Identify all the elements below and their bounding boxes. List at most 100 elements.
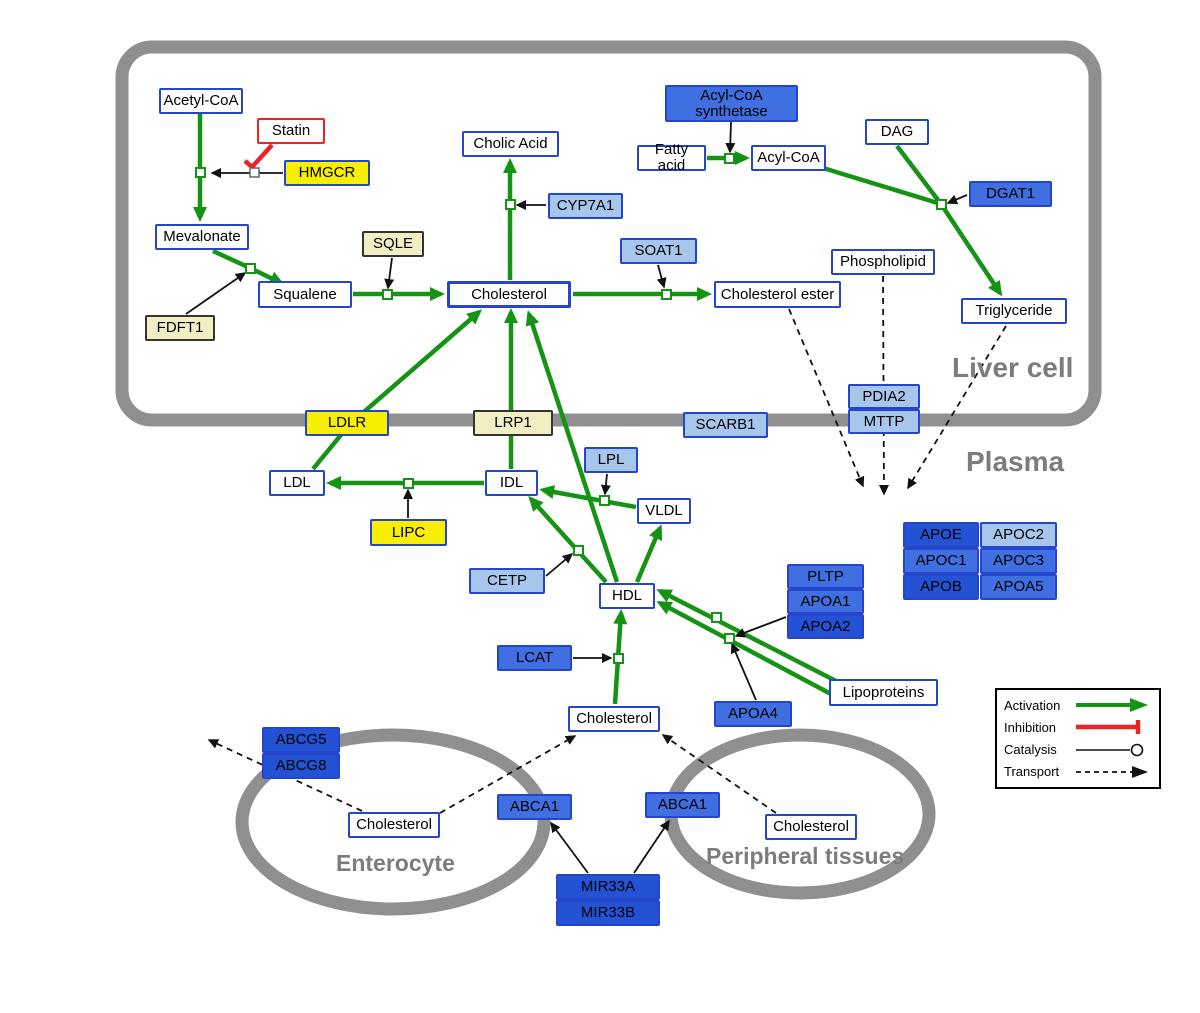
- edge-acylcoa-to-dgat-node: [822, 165, 942, 207]
- reaction-node-icon: [403, 478, 414, 489]
- node-sqle[interactable]: SQLE: [362, 231, 424, 257]
- node-apoc2[interactable]: APOC2: [980, 522, 1057, 548]
- node-apoa2[interactable]: APOA2: [787, 614, 864, 639]
- node-mttp[interactable]: MTTP: [848, 409, 920, 434]
- transport-cholesterolester-icon: [788, 308, 865, 488]
- reaction-nodes: [195, 153, 947, 664]
- reaction-node-icon: [573, 545, 584, 556]
- reaction-node-icon: [711, 612, 722, 623]
- enterocyte-label: Enterocyte: [336, 850, 455, 876]
- edge-ldl-to-cholesterol-via-ldlr: [311, 309, 483, 471]
- node-lcat[interactable]: LCAT: [497, 645, 572, 671]
- catalysis-anchor-square-icon: [249, 167, 260, 178]
- node-apoa4[interactable]: APOA4: [714, 701, 792, 727]
- node-pltp[interactable]: PLTP: [787, 564, 864, 589]
- node-soat1[interactable]: SOAT1: [620, 238, 697, 264]
- catalysis-mir33-to-abca1-enterocyte: [550, 821, 589, 874]
- node-mir33a[interactable]: MIR33A: [556, 874, 660, 900]
- legend-activation-label: Activation: [1004, 697, 1061, 713]
- node-hdl[interactable]: HDL: [599, 583, 655, 609]
- legend-row-inhibition: Inhibition: [1004, 718, 1152, 736]
- enterocyte-membrane: [235, 728, 551, 916]
- legend-catalysis-label: Catalysis: [1004, 742, 1057, 758]
- edge-vldl-to-idl: [539, 485, 637, 510]
- catalysis-fdft1: [185, 272, 247, 315]
- node-cholesterol-plasma[interactable]: Cholesterol: [568, 706, 660, 732]
- node-idl[interactable]: IDL: [485, 470, 538, 496]
- node-cholesterol-peripheral[interactable]: Cholesterol: [765, 814, 857, 840]
- node-lpl[interactable]: LPL: [584, 447, 638, 473]
- node-statin[interactable]: Statin: [257, 118, 325, 144]
- reaction-node-icon: [245, 263, 256, 274]
- transport-enterocyte-to-plasma-icon: [439, 735, 577, 814]
- node-scarb1[interactable]: SCARB1: [683, 412, 768, 438]
- liver-cell-membrane: [115, 40, 1102, 427]
- node-apoa1[interactable]: APOA1: [787, 589, 864, 614]
- node-lrp1[interactable]: LRP1: [473, 410, 553, 436]
- transport-phospholipid-icon: [878, 275, 889, 496]
- node-triglyceride[interactable]: Triglyceride: [961, 298, 1067, 324]
- edge-dgat-node-to-triglyceride: [939, 202, 1003, 297]
- catalysis-edges: [185, 121, 968, 874]
- legend-row-catalysis: Catalysis: [1004, 741, 1152, 759]
- inhibition-statin-line: [250, 143, 274, 169]
- plasma-label: Plasma: [966, 446, 1065, 477]
- node-cyp7a1[interactable]: CYP7A1: [548, 193, 623, 219]
- edge-hdl-to-vldl: [634, 524, 663, 583]
- node-ldl[interactable]: LDL: [269, 470, 325, 496]
- node-abca1-enterocyte[interactable]: ABCA1: [497, 794, 572, 820]
- node-acyl-coa[interactable]: Acyl-CoA: [751, 145, 826, 171]
- catalysis-apoa4: [730, 642, 757, 701]
- reaction-node-icon: [724, 153, 735, 164]
- node-apoe[interactable]: APOE: [903, 522, 979, 548]
- node-acetyl-coa[interactable]: Acetyl-CoA: [159, 88, 243, 114]
- node-fdft1[interactable]: FDFT1: [145, 315, 215, 341]
- edge-hdl-to-cholesterol: [525, 310, 620, 583]
- node-apoa5[interactable]: APOA5: [980, 574, 1057, 600]
- legend: Activation Inhibition Catalysis Transpor…: [995, 688, 1161, 789]
- node-vldl[interactable]: VLDL: [637, 498, 691, 524]
- node-hmgcr[interactable]: HMGCR: [284, 160, 370, 186]
- node-apoc3[interactable]: APOC3: [980, 548, 1057, 574]
- node-phospholipid[interactable]: Phospholipid: [831, 249, 935, 275]
- catalysis-dgat1: [946, 194, 968, 205]
- activation-arrow-icon: [1076, 698, 1148, 713]
- node-squalene[interactable]: Squalene: [258, 281, 352, 308]
- catalysis-cetp: [545, 553, 574, 577]
- node-cetp[interactable]: CETP: [469, 568, 545, 594]
- node-mir33b[interactable]: MIR33B: [556, 900, 660, 926]
- reaction-node-icon: [505, 199, 516, 210]
- reaction-node-icon: [661, 289, 672, 300]
- reaction-node-icon: [936, 199, 947, 210]
- node-pdia2[interactable]: PDIA2: [848, 384, 920, 409]
- edge-lipoproteins-to-hdl-2: [656, 601, 833, 696]
- node-mevalonate[interactable]: Mevalonate: [155, 224, 249, 250]
- edge-dag-to-dgat-node: [895, 144, 943, 206]
- node-ldlr[interactable]: LDLR: [305, 410, 389, 436]
- node-cholesterol-ester[interactable]: Cholesterol ester: [714, 281, 841, 308]
- node-cholesterol-liver[interactable]: Cholesterol: [447, 281, 571, 308]
- node-cholesterol-enterocyte[interactable]: Cholesterol: [348, 812, 440, 838]
- catalysis-sqle: [384, 257, 395, 290]
- node-dgat1[interactable]: DGAT1: [969, 181, 1052, 207]
- transport-triglyceride-icon: [907, 325, 1007, 490]
- node-abca1-peripheral[interactable]: ABCA1: [645, 792, 720, 818]
- catalysis-lpl: [600, 473, 611, 496]
- reaction-node-icon: [613, 653, 624, 664]
- node-lipoproteins[interactable]: Lipoproteins: [829, 679, 938, 706]
- node-cholic-acid[interactable]: Cholic Acid: [462, 131, 559, 157]
- catalysis-mir33-to-abca1-peripheral: [633, 819, 670, 874]
- node-acyl-coa-synthetase[interactable]: Acyl-CoA synthetase: [665, 85, 798, 122]
- legend-row-activation: Activation: [1004, 696, 1152, 714]
- node-abcg8[interactable]: ABCG8: [262, 753, 340, 779]
- node-lipc[interactable]: LIPC: [370, 519, 447, 546]
- node-abcg5[interactable]: ABCG5: [262, 727, 340, 753]
- legend-row-transport: Transport: [1004, 763, 1152, 781]
- transport-dashed-arrow-icon: [1076, 765, 1148, 778]
- node-fatty-acid[interactable]: Fatty acid: [637, 142, 706, 173]
- node-apob[interactable]: APOB: [903, 574, 979, 600]
- node-dag[interactable]: DAG: [865, 119, 929, 145]
- peripheral-tissues-label: Peripheral tissues: [706, 843, 905, 869]
- node-apoc1[interactable]: APOC1: [903, 548, 979, 574]
